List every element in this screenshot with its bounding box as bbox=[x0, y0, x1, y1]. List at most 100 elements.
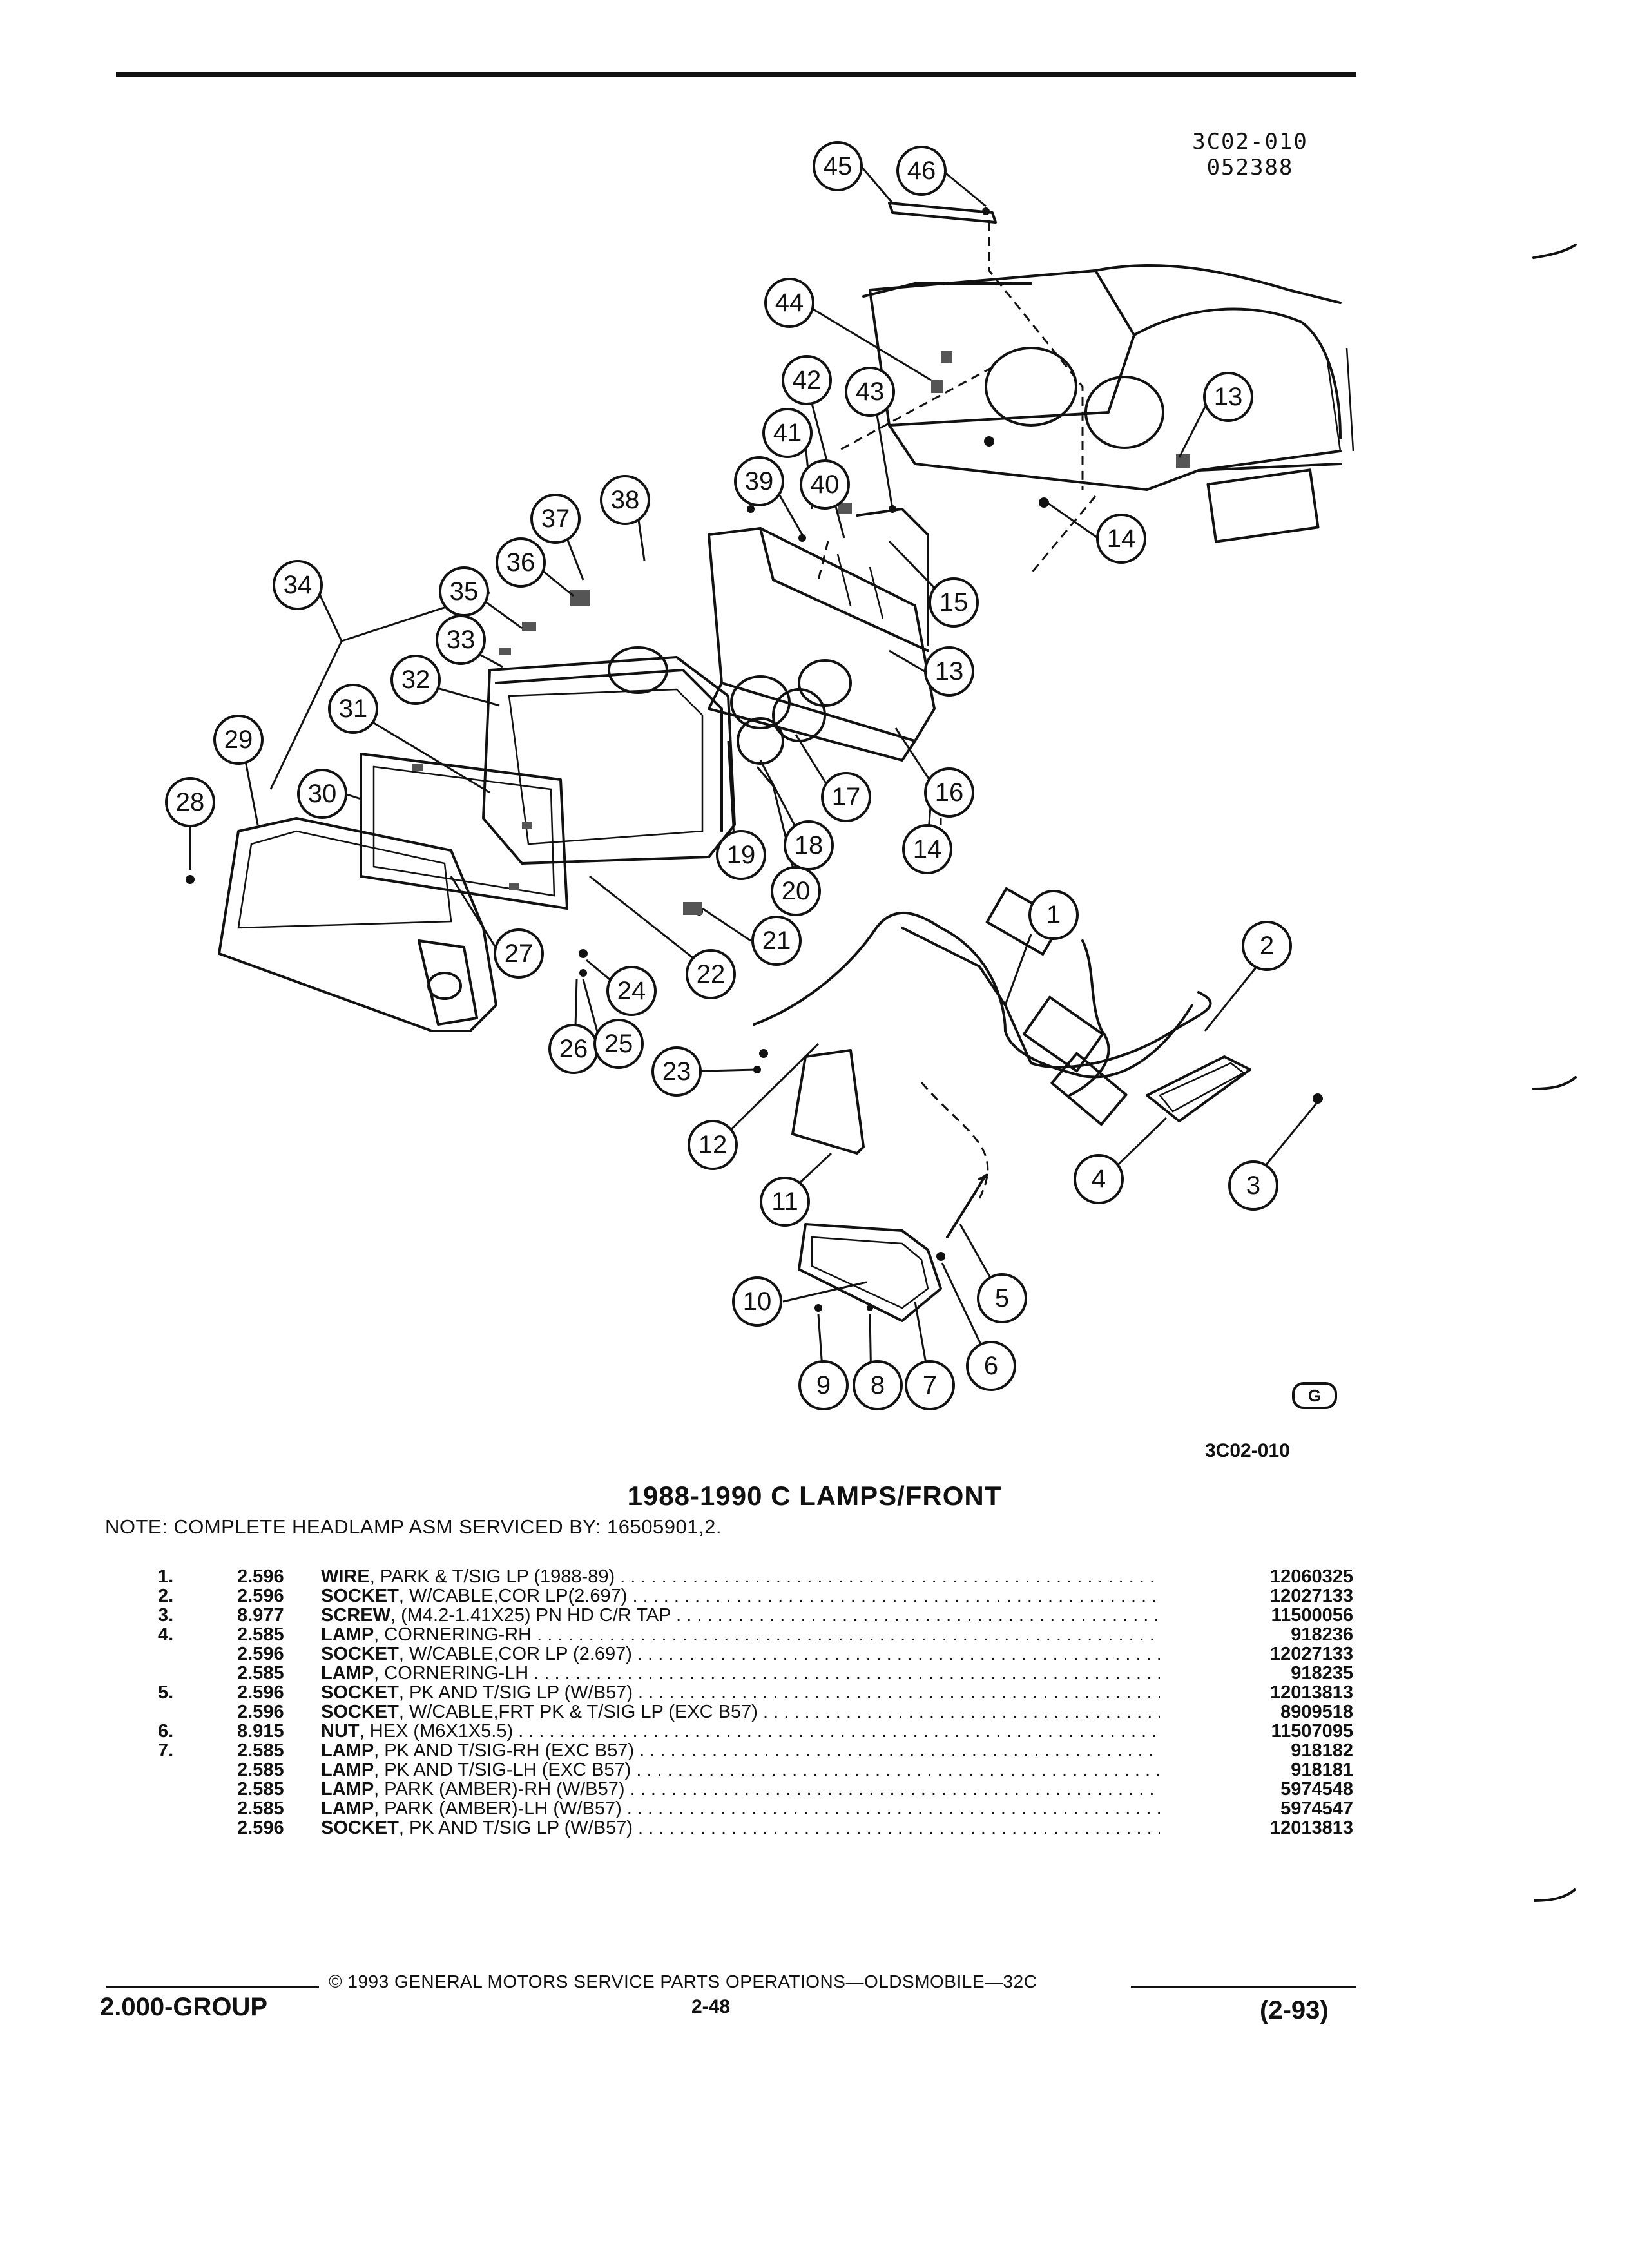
part-detail: , PARK & T/SIG LP (1988-89) bbox=[369, 1567, 615, 1586]
group-number: 2.585 bbox=[237, 1760, 284, 1780]
callout-41: 41 bbox=[762, 408, 813, 458]
group-number: 2.585 bbox=[237, 1779, 284, 1800]
part-number: 11507095 bbox=[1271, 1721, 1353, 1742]
group-number: 2.585 bbox=[237, 1663, 284, 1684]
part-detail: , CORNERING-LH bbox=[374, 1664, 529, 1683]
footer-rule-left bbox=[106, 1986, 319, 1988]
svg-text:13: 13 bbox=[935, 657, 964, 686]
callout-2: 2 bbox=[1242, 921, 1292, 971]
callout-34: 34 bbox=[273, 560, 323, 610]
svg-text:4: 4 bbox=[1092, 1165, 1106, 1193]
footer-copyright: © 1993 GENERAL MOTORS SERVICE PARTS OPER… bbox=[329, 1972, 1037, 1992]
callout-27: 27 bbox=[494, 928, 544, 979]
item-number: 5. bbox=[158, 1682, 174, 1703]
callout-14-lower: 14 bbox=[902, 824, 952, 874]
part-detail: , PARK (AMBER)-RH (W/B57) bbox=[374, 1780, 625, 1799]
svg-text:30: 30 bbox=[308, 780, 337, 808]
leader-lines bbox=[189, 167, 1319, 1386]
part-description: LAMP, PARK (AMBER)-LH (W/B57) bbox=[321, 1799, 1160, 1818]
svg-text:6: 6 bbox=[984, 1352, 998, 1380]
callout-13-upper: 13 bbox=[1203, 372, 1253, 422]
part-detail: , W/CABLE,COR LP(2.697) bbox=[398, 1586, 628, 1606]
part-detail: , PK AND T/SIG-RH (EXC B57) bbox=[374, 1741, 635, 1760]
svg-text:25: 25 bbox=[604, 1030, 633, 1058]
svg-text:22: 22 bbox=[697, 960, 726, 988]
group-number: 2.596 bbox=[237, 1586, 284, 1606]
item-number: 3. bbox=[158, 1605, 174, 1626]
item-number: 6. bbox=[158, 1721, 174, 1742]
svg-text:19: 19 bbox=[727, 841, 756, 869]
part-number: 5974547 bbox=[1280, 1798, 1353, 1819]
group-number: 2.596 bbox=[237, 1818, 284, 1838]
group-number: 8.977 bbox=[237, 1605, 284, 1626]
parts-list-row: 2.585 LAMP, PARK (AMBER)-RH (W/B57) 597454… bbox=[148, 1780, 1353, 1799]
service-note: NOTE: COMPLETE HEADLAMP ASM SERVICED BY:… bbox=[105, 1515, 722, 1538]
footer-page-number: 2-48 bbox=[691, 1996, 731, 2017]
svg-text:14: 14 bbox=[1107, 524, 1136, 553]
illustration-code-top: 3C02-010 052388 bbox=[1163, 129, 1337, 180]
part-detail: , W/CABLE,FRT PK & T/SIG LP (EXC B57) bbox=[398, 1702, 758, 1722]
callout-18: 18 bbox=[784, 820, 834, 870]
part-description: SOCKET, PK AND T/SIG LP (W/B57) bbox=[321, 1683, 1160, 1702]
group-number: 2.596 bbox=[237, 1644, 284, 1664]
svg-text:40: 40 bbox=[811, 470, 840, 499]
illustration-date-code: 052388 bbox=[1206, 155, 1294, 180]
part-name: WIRE bbox=[321, 1567, 370, 1586]
scan-edge-mark-lower bbox=[1534, 1888, 1577, 1902]
part-description: SOCKET, W/CABLE,COR LP(2.697) bbox=[321, 1586, 1160, 1606]
part-name: SOCKET bbox=[321, 1586, 399, 1606]
part-description: LAMP, CORNERING-RH bbox=[321, 1625, 1160, 1644]
part-name: SOCKET bbox=[321, 1644, 399, 1664]
part-name: NUT bbox=[321, 1722, 360, 1741]
part-detail: , W/CABLE,COR LP (2.697) bbox=[398, 1644, 632, 1664]
part-name: LAMP bbox=[321, 1664, 374, 1683]
svg-text:33: 33 bbox=[447, 626, 476, 654]
part-detail: , (M4.2-1.41X25) PN HD C/R TAP bbox=[390, 1606, 671, 1625]
callout-6: 6 bbox=[966, 1341, 1016, 1391]
park-turn-lamp bbox=[798, 1173, 988, 1322]
part-detail: , PARK (AMBER)-LH (W/B57) bbox=[374, 1799, 622, 1818]
group-number: 2.596 bbox=[237, 1702, 284, 1722]
part-description: SOCKET, W/CABLE,FRT PK & T/SIG LP (EXC B… bbox=[321, 1702, 1160, 1722]
part-number: 12060325 bbox=[1269, 1566, 1353, 1587]
part-description: NUT, HEX (M6X1X5.5) bbox=[321, 1722, 1160, 1741]
svg-text:21: 21 bbox=[762, 927, 791, 955]
callout-11: 11 bbox=[760, 1177, 810, 1227]
exploded-parts-diagram: 45 46 44 42 43 41 40 39 38 37 36 35 34 3… bbox=[165, 141, 1577, 1410]
callout-7: 7 bbox=[905, 1360, 955, 1410]
part-detail: , PK AND T/SIG LP (W/B57) bbox=[398, 1683, 633, 1702]
part-name: LAMP bbox=[321, 1625, 374, 1644]
top-rule bbox=[116, 72, 1356, 77]
callout-22: 22 bbox=[686, 949, 736, 999]
callout-31: 31 bbox=[328, 684, 378, 734]
callout-5: 5 bbox=[977, 1273, 1027, 1323]
scan-edge-marks bbox=[1532, 244, 1577, 1090]
part-name: SOCKET bbox=[321, 1818, 399, 1838]
callout-33: 33 bbox=[436, 615, 486, 665]
part-description: SOCKET, W/CABLE,COR LP (2.697) bbox=[321, 1644, 1160, 1664]
svg-text:28: 28 bbox=[176, 788, 205, 816]
part-number: 12027133 bbox=[1269, 1644, 1353, 1664]
group-number: 2.585 bbox=[237, 1740, 284, 1761]
svg-text:46: 46 bbox=[907, 157, 936, 185]
part-number: 12027133 bbox=[1269, 1586, 1353, 1606]
callout-14-upper: 14 bbox=[1096, 514, 1146, 564]
svg-text:15: 15 bbox=[940, 588, 969, 617]
callout-25: 25 bbox=[593, 1019, 644, 1069]
callout-28: 28 bbox=[165, 777, 215, 827]
gm-logo-mark: G bbox=[1292, 1382, 1337, 1409]
callout-12: 12 bbox=[688, 1120, 738, 1170]
callout-16: 16 bbox=[924, 767, 974, 818]
part-number: 5974548 bbox=[1280, 1779, 1353, 1800]
illustration-code: 3C02-010 bbox=[1192, 129, 1308, 155]
part-detail: , PK AND T/SIG LP (W/B57) bbox=[398, 1818, 633, 1838]
callout-29: 29 bbox=[213, 715, 264, 765]
part-description: LAMP, PARK (AMBER)-RH (W/B57) bbox=[321, 1780, 1160, 1799]
callout-17: 17 bbox=[821, 772, 871, 822]
svg-text:13: 13 bbox=[1214, 383, 1243, 411]
headlamp-mounting-panel bbox=[708, 508, 936, 762]
footer-group-label: 2.000-GROUP bbox=[100, 1993, 268, 2021]
svg-text:27: 27 bbox=[505, 939, 534, 968]
